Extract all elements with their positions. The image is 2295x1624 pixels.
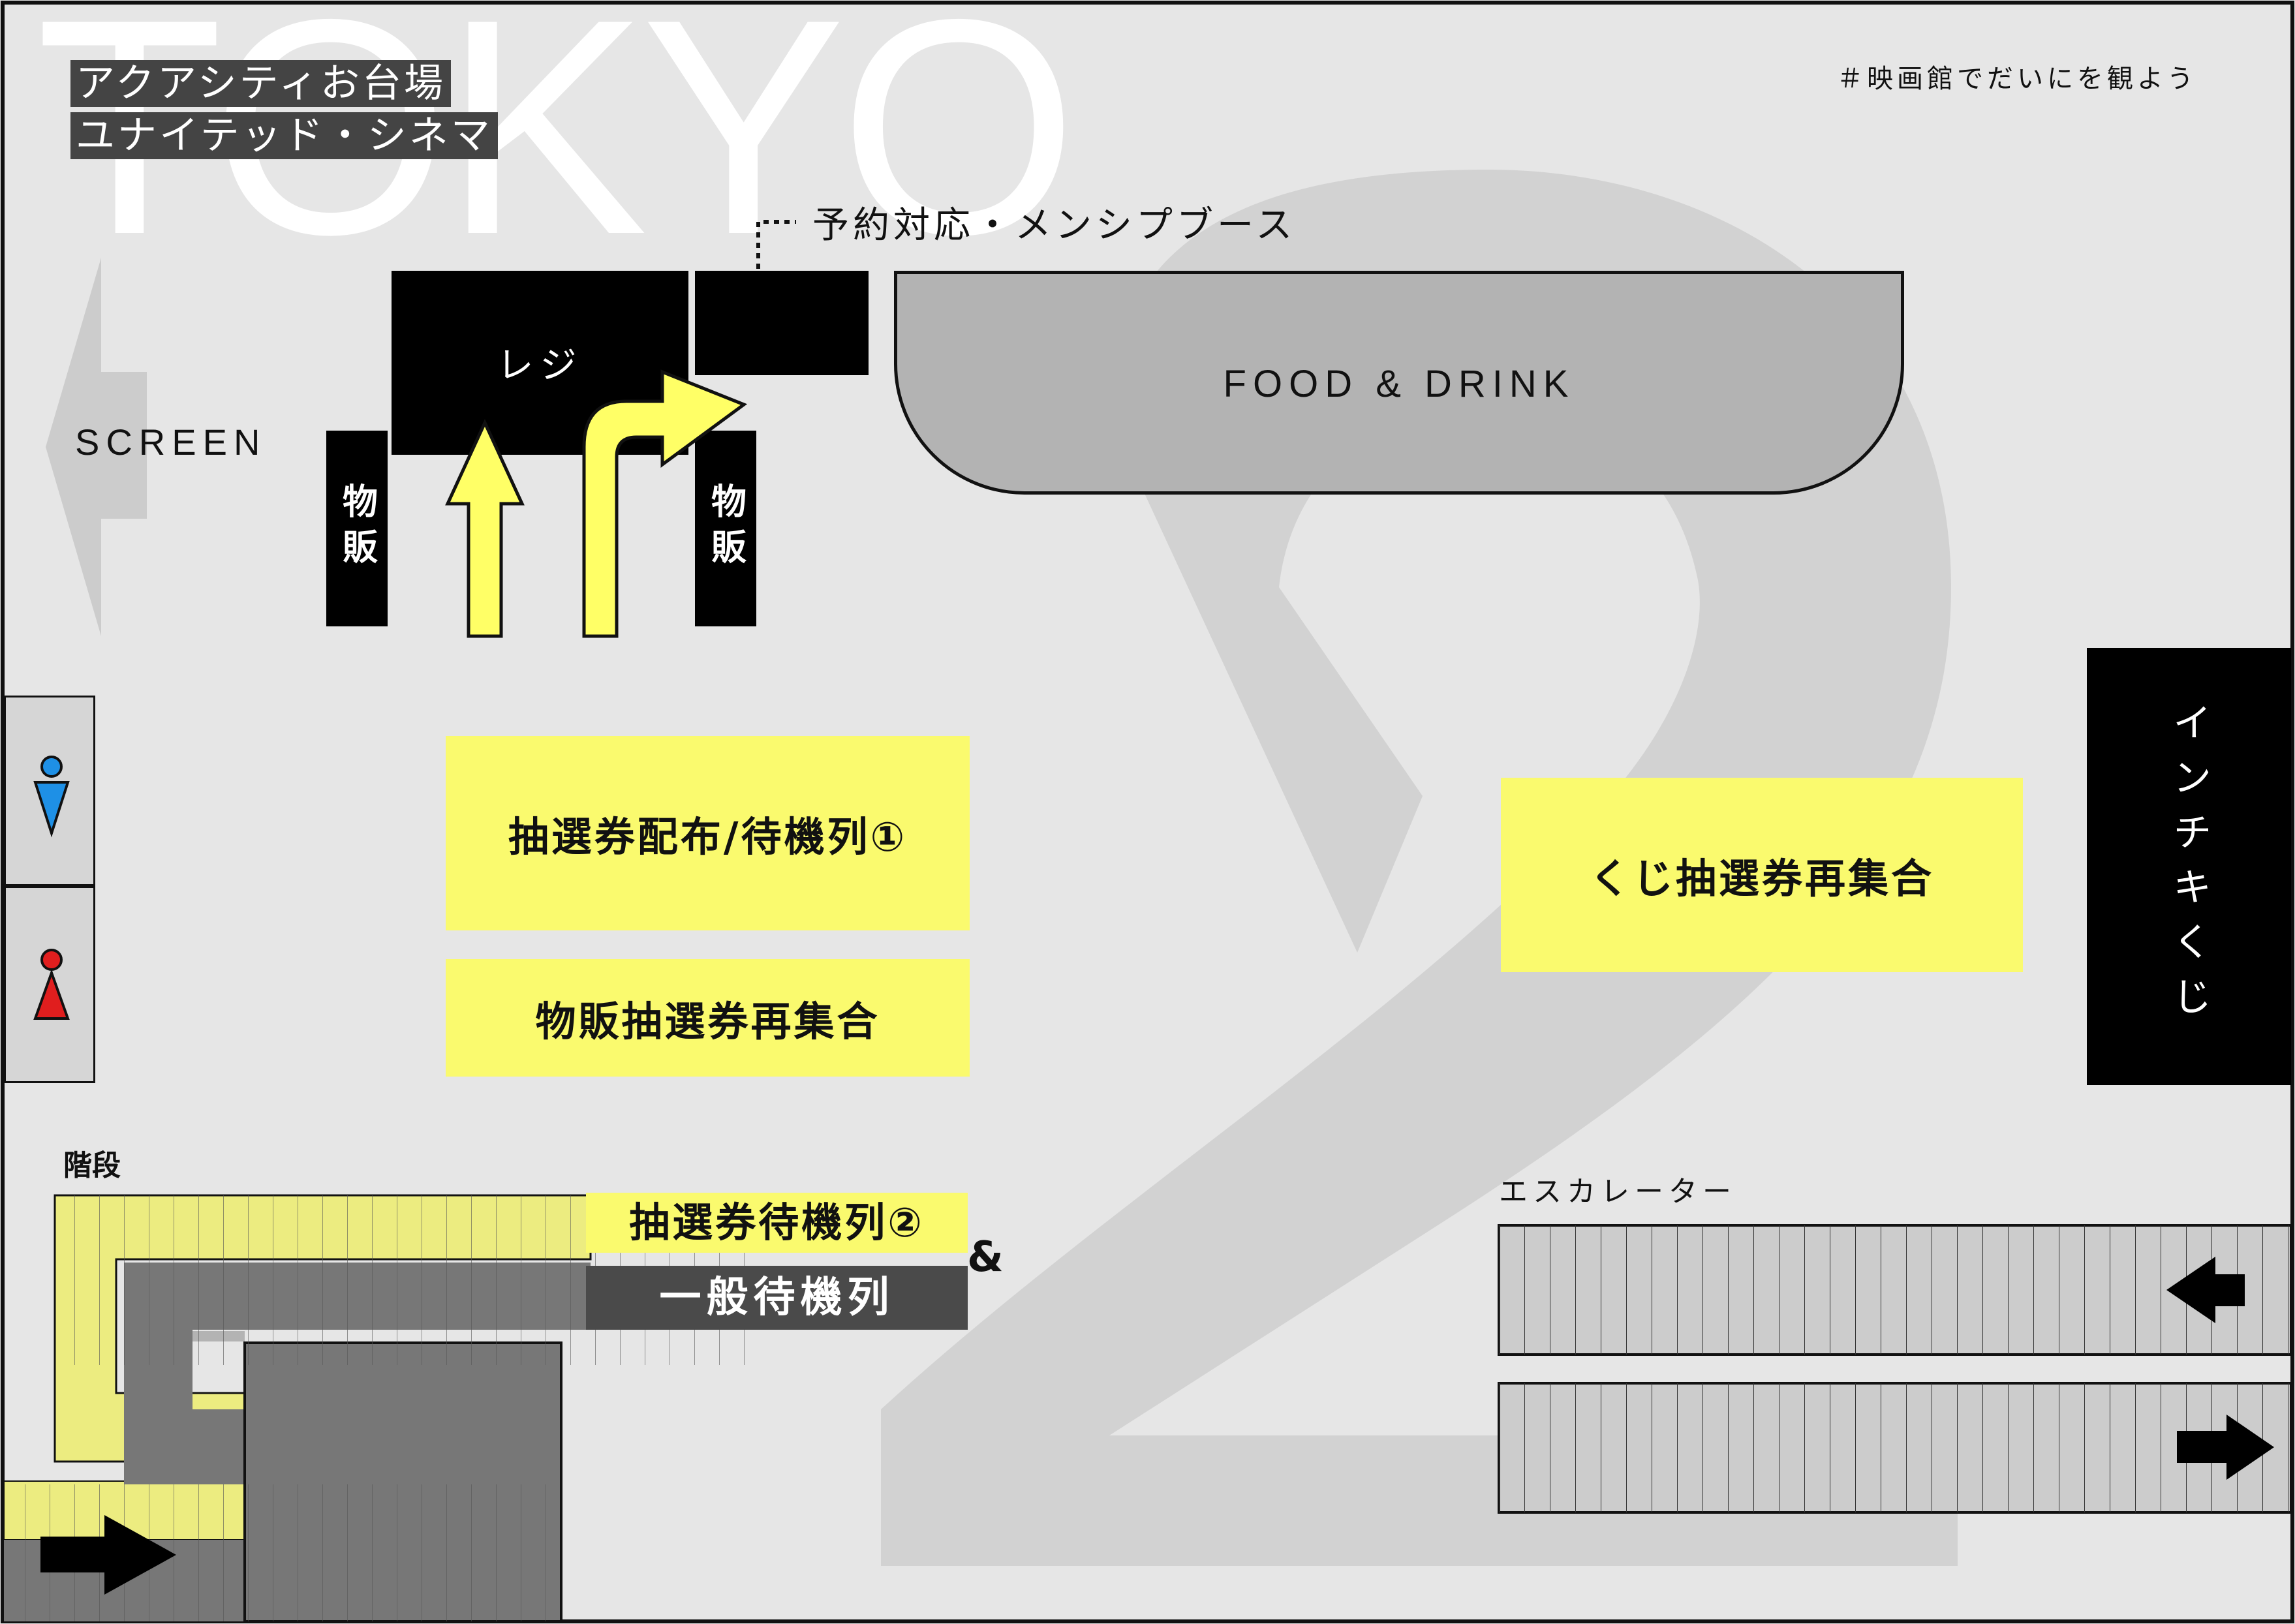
hashtag: ＃映画館でだいにを観よう xyxy=(1837,64,2197,94)
merch-reassembly-zone: 物販抽選券再集合 xyxy=(446,959,970,1077)
venue-name-line2: ユナイテッド・シネマ xyxy=(70,112,498,159)
escalator-label: エスカレーター xyxy=(1499,1175,1736,1208)
restroom-female xyxy=(4,886,95,1083)
register-label: レジ xyxy=(497,345,583,387)
kuji-reassembly-zone: くじ抽選券再集合 xyxy=(1501,778,2023,972)
up-arrow-icon xyxy=(445,419,525,638)
food-drink-label: FOOD & DRINK xyxy=(1223,363,1575,405)
inchiki-kuji-booth: インチキくじ xyxy=(2087,648,2291,1085)
right-arrow-icon xyxy=(2177,1415,2274,1480)
booth-label: 予約対応・メンシプブース xyxy=(812,204,1297,247)
venue-name-line1: アクアシティお台場 xyxy=(70,60,451,107)
merch-right: 物販 xyxy=(695,431,756,626)
ampersand: & xyxy=(967,1233,1004,1281)
booth-counter xyxy=(695,271,869,375)
male-person-icon xyxy=(33,756,70,838)
lottery-queue-2-label: 抽選券待機列② xyxy=(586,1193,968,1253)
food-drink-counter: FOOD & DRINK xyxy=(894,271,1904,495)
booth-leader-line xyxy=(756,220,796,269)
restroom-male xyxy=(4,696,95,886)
merch-left: 物販 xyxy=(326,431,388,626)
left-arrow-icon xyxy=(46,258,147,636)
lottery-queue-1-zone: 抽選券配布/待機列① xyxy=(446,736,970,930)
screen-label: SCREEN xyxy=(75,421,267,463)
stairs-label: 階段 xyxy=(63,1149,121,1182)
left-arrow-icon xyxy=(2166,1257,2245,1323)
turn-right-arrow-icon xyxy=(582,369,748,638)
female-person-icon xyxy=(33,949,70,1020)
right-arrow-icon xyxy=(40,1515,176,1595)
number-two-watermark xyxy=(881,170,1958,1566)
general-queue-label: 一般待機列 xyxy=(586,1266,968,1330)
